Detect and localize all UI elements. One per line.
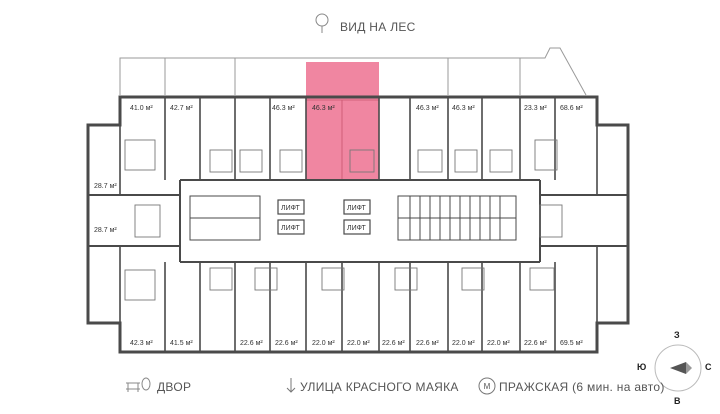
area-labels: 41.0 м² 42.7 м² 46.3 м² 46.3 м² 46.3 м² …: [94, 105, 583, 347]
apartment-area: 46.3 м²: [452, 105, 475, 112]
apartment-area: 42.3 м²: [130, 340, 153, 347]
bottom-partitions: [119, 246, 598, 352]
apartment-area: 46.3 м²: [312, 105, 335, 112]
lift-label: ЛИФТ: [347, 225, 367, 232]
apartment-area: 22.6 м²: [416, 340, 439, 347]
metro-label: ПРАЖСКАЯ (6 мин. на авто): [499, 380, 665, 394]
apartment-area: 23.3 м²: [524, 105, 547, 112]
apartment-area: 22.6 м²: [524, 340, 547, 347]
lift-label: ЛИФТ: [281, 225, 301, 232]
balcony-outline: [119, 47, 587, 96]
compass-east: С: [705, 362, 712, 372]
apartment-area: 22.0 м²: [312, 340, 335, 347]
lift-shafts: [277, 199, 371, 235]
apartment-area: 22.0 м²: [347, 340, 370, 347]
svg-text:М: М: [484, 382, 491, 391]
compass-north: З: [674, 330, 680, 340]
stairwell: [189, 195, 517, 241]
top-view-label: ВИД НА ЛЕС: [340, 20, 416, 34]
apartment-area: 28.7 м²: [94, 183, 117, 190]
apartment-area: 69.5 м²: [560, 340, 583, 347]
metro-icon: М: [478, 377, 496, 395]
apartment-area: 22.6 м²: [382, 340, 405, 347]
apartment-area: 46.3 м²: [416, 105, 439, 112]
apartment-area: 68.6 м²: [560, 105, 583, 112]
selected-apartment[interactable]: [306, 62, 379, 180]
apartment-area: 41.5 м²: [170, 340, 193, 347]
corridor-walls: [88, 179, 628, 263]
apartment-area: 28.7 м²: [94, 227, 117, 234]
apartment-area: 41.0 м²: [130, 105, 153, 112]
top-partitions: [119, 97, 598, 195]
compass-west: Ю: [637, 362, 647, 372]
apartment-area: 22.0 м²: [487, 340, 510, 347]
apartment-area: 22.0 м²: [452, 340, 475, 347]
compass-south: В: [674, 396, 681, 406]
apartment-area: 22.6 м²: [240, 340, 263, 347]
bench-icon: [126, 377, 151, 392]
tree-icon: [315, 13, 329, 33]
compass-icon: [654, 344, 702, 392]
lift-label: ЛИФТ: [347, 205, 367, 212]
apartment-area: 22.6 м²: [275, 340, 298, 347]
apartment-area: 42.7 м²: [170, 105, 193, 112]
street-label: УЛИЦА КРАСНОГО МАЯКА: [300, 380, 459, 394]
lift-labels: ЛИФТ ЛИФТ ЛИФТ ЛИФТ: [281, 205, 367, 232]
lift-label: ЛИФТ: [281, 205, 301, 212]
interior-rooms: [124, 139, 563, 301]
apartment-area: 46.3 м²: [272, 105, 295, 112]
arrow-down-icon: [286, 378, 296, 393]
courtyard-label: ДВОР: [157, 380, 192, 394]
